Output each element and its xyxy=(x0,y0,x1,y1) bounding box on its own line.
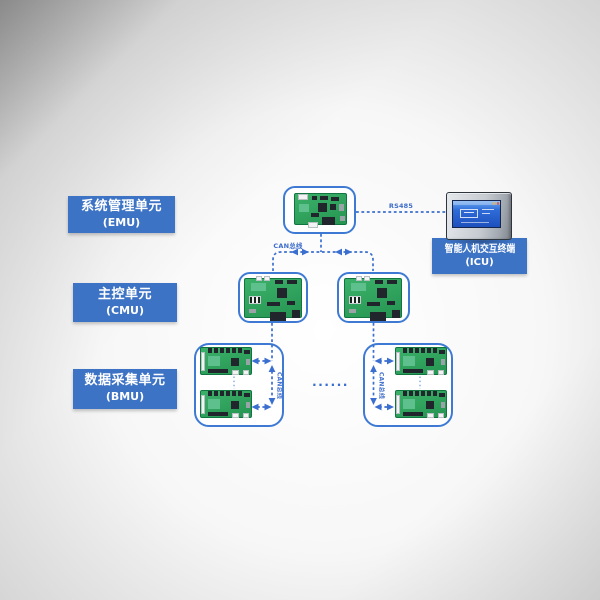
can-t-connector xyxy=(272,251,374,271)
icu-label: 智能人机交互终端 (ICU) xyxy=(432,238,527,274)
emu-node-box xyxy=(283,186,356,234)
cmu-node-box-1 xyxy=(238,272,308,323)
pcb-bmu-1a xyxy=(200,347,252,375)
cmu-label-name: 主控单元 xyxy=(97,286,152,302)
bmu-label-name: 数据采集单元 xyxy=(84,373,166,389)
pcb-bmu-2a xyxy=(395,347,447,375)
pcb-emu xyxy=(294,193,347,228)
hmi-led-amber xyxy=(492,202,495,205)
pcb-cmu-1 xyxy=(244,276,302,321)
rs485-label: RS485 xyxy=(388,202,414,210)
hmi-terminal xyxy=(446,192,513,245)
bmu-label: 数据采集单元 (BMU) xyxy=(73,369,177,409)
hmi-led-red xyxy=(496,202,499,205)
icu-label-abbr: (ICU) xyxy=(465,257,494,268)
can-bus-label-right: CAN总线 xyxy=(377,371,385,400)
hmi-screen xyxy=(452,200,501,228)
ellipsis-dots: ...... xyxy=(312,374,349,389)
can-bus-label-top: CAN总线 xyxy=(273,242,303,250)
bmu-label-abbr: (BMU) xyxy=(105,390,145,404)
pcb-cmu-2 xyxy=(344,276,402,321)
cmu-label: 主控单元 (CMU) xyxy=(73,283,177,322)
hmi-shadow xyxy=(447,238,513,245)
cmu-label-abbr: (CMU) xyxy=(105,303,144,317)
can-bus-label-left: CAN总线 xyxy=(275,371,283,400)
emu-label: 系统管理单元 (EMU) xyxy=(68,196,175,233)
cmu-node-box-2 xyxy=(337,272,410,323)
emu-label-abbr: (EMU) xyxy=(102,215,141,229)
pcb-bmu-1b xyxy=(200,390,252,418)
hmi-screen-titlebar xyxy=(453,201,500,205)
icu-label-name: 智能人机交互终端 xyxy=(444,244,515,255)
emu-label-name: 系统管理单元 xyxy=(80,198,162,214)
pcb-bmu-2b xyxy=(395,390,447,418)
